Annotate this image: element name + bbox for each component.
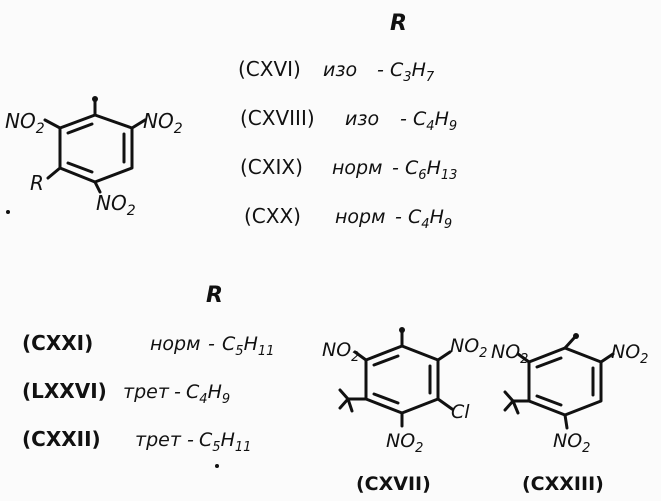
speck [6, 210, 10, 214]
bottom-row-1: (LXXVI) трет - C4H9 [22, 379, 230, 407]
svg-text:-: - [377, 59, 384, 81]
r-header-top: R [390, 11, 407, 36]
svg-text:-: - [400, 108, 407, 130]
row-prefix: норм [335, 206, 385, 228]
row-code: (CXVIII) [240, 106, 315, 130]
svg-text:-: - [392, 157, 399, 179]
r-header-bottom: R [206, 283, 223, 308]
row-formula: C5H11 [199, 429, 251, 455]
benzene-ring-cxxiii [503, 333, 615, 430]
bottom-row-0: (CXXI) норм - C5H11 [22, 331, 274, 359]
row-prefix: норм [150, 333, 200, 355]
row-formula: C4H9 [186, 381, 230, 407]
row-code: (CXXII) [22, 427, 101, 451]
ring-top-no2-left: NO2 [5, 109, 45, 137]
ring-cxxiii-double-bond [535, 394, 563, 407]
ring-cxxiii-label: (CXXIII) [522, 473, 604, 495]
speck [215, 464, 219, 468]
ring-top-r-label: R [30, 171, 44, 195]
row-prefix: изо [323, 59, 357, 81]
row-formula: C4H9 [413, 108, 457, 134]
row-prefix: трет [123, 381, 170, 403]
ring-top-no2-right: NO2 [143, 109, 183, 137]
benzene-ring-cxvii [338, 327, 454, 428]
ring-cxvii-double-bond [372, 354, 400, 367]
ring-top-double-bond [66, 122, 94, 135]
ring-top-dot [92, 96, 98, 102]
ring-top-hexagon [58, 113, 134, 184]
ring-cxxiii-hexagon [527, 346, 603, 417]
ring-cxxiii-no2-right: NO2 [611, 341, 648, 367]
row-code: (CXXI) [22, 331, 93, 355]
row-code: (CXIX) [240, 155, 303, 179]
row-formula: C4H9 [408, 206, 452, 232]
top-row-1: (CXVIII) изо - C4H9 [240, 106, 457, 134]
top-row-0: (CXVI) изо - C3H7 [238, 57, 435, 85]
ring-cxxiii-no2-bottom: NO2 [553, 430, 590, 456]
ring-cxxiii-methyl-bond [563, 335, 577, 350]
row-code: (LXXVI) [22, 379, 107, 403]
ring-top-bond-bottom [93, 180, 102, 194]
ring-top-no2-bottom: NO2 [96, 191, 136, 219]
ring-cxvii-hexagon [364, 344, 440, 415]
row-formula: C3H7 [390, 59, 435, 85]
ring-cxvii-double-bond [372, 392, 400, 405]
top-row-2: (CXIX) норм - C6H13 [240, 155, 457, 183]
svg-text:-: - [187, 429, 194, 451]
svg-text:-: - [174, 381, 181, 403]
ring-cxvii-no2-bottom: NO2 [386, 430, 423, 456]
svg-text:-: - [208, 333, 215, 355]
ring-cxvii-no2-right: NO2 [450, 335, 487, 361]
ring-top-double-bond [66, 161, 94, 174]
svg-text:-: - [395, 206, 402, 228]
row-prefix: изо [345, 108, 379, 130]
benzene-ring-top [43, 96, 147, 194]
ring-cxvii-no2-left: NO2 [322, 339, 359, 365]
ring-cxvii-cl: Cl [451, 401, 470, 423]
row-formula: C6H13 [405, 157, 457, 183]
row-prefix: трет [135, 429, 182, 451]
ring-top-bond-left [43, 118, 62, 130]
row-prefix: норм [332, 157, 382, 179]
row-code: (CXX) [244, 204, 301, 228]
ring-cxvii-label: (CXVII) [356, 473, 431, 495]
ring-top-bond-r [46, 166, 62, 180]
row-formula: C5H11 [222, 333, 274, 359]
ring-cxxiii-double-bond [535, 356, 563, 369]
ring-cxxiii-no2-left: NO2 [491, 341, 528, 367]
bottom-row-2: (CXXII) трет - C5H11 [22, 427, 251, 455]
ring-top-bond-right [130, 118, 147, 130]
row-code: (CXVI) [238, 57, 301, 81]
top-row-3: (CXX) норм - C4H9 [244, 204, 452, 232]
